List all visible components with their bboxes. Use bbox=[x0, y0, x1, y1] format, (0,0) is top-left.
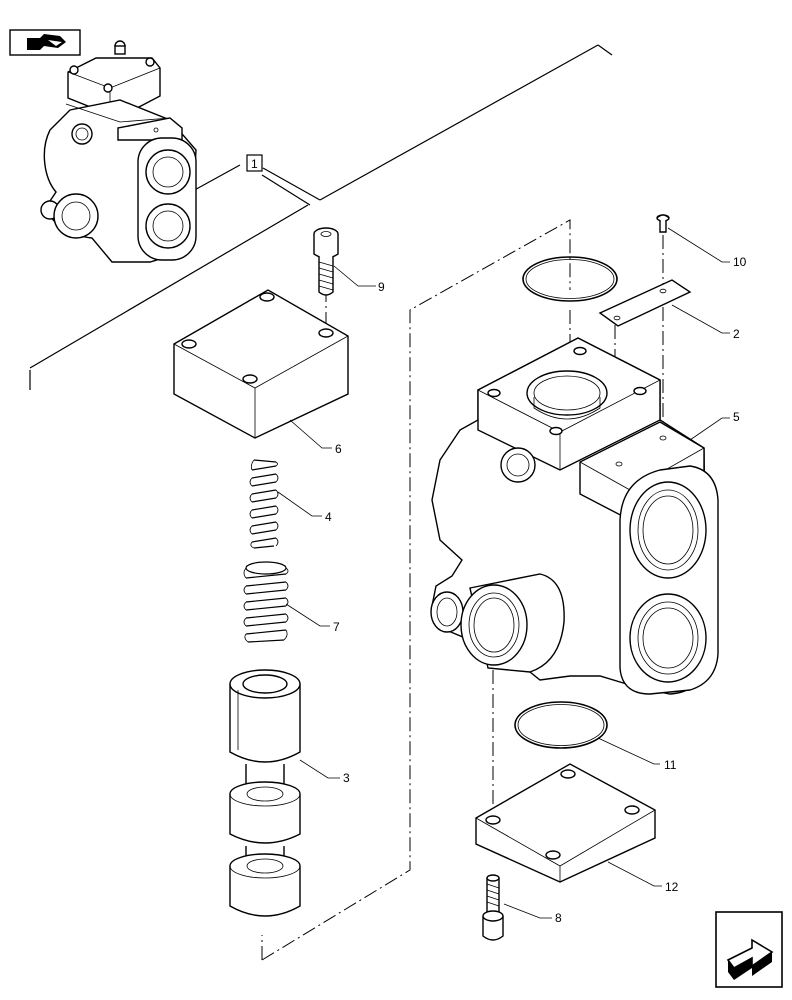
label-11: 11 bbox=[664, 758, 677, 772]
part-3-spool bbox=[229, 669, 301, 917]
part-8-cap-screw bbox=[482, 874, 504, 941]
part-11-upper-o-ring bbox=[522, 256, 618, 302]
assembly-reference-label: 1 bbox=[246, 154, 263, 172]
part-5-valve-body bbox=[430, 337, 719, 695]
label-5: 5 bbox=[733, 410, 740, 424]
part-12-cover-plate bbox=[475, 763, 656, 883]
svg-text:1: 1 bbox=[251, 157, 258, 171]
label-9: 9 bbox=[378, 280, 385, 294]
next-page-arrow-icon[interactable] bbox=[715, 911, 783, 988]
label-6: 6 bbox=[335, 442, 342, 456]
part-9-cap-screw bbox=[313, 227, 339, 296]
part-10-rivet bbox=[656, 214, 670, 233]
return-to-index-icon[interactable] bbox=[9, 29, 81, 56]
part-6-cover-block bbox=[173, 289, 349, 439]
label-8: 8 bbox=[555, 911, 562, 925]
centerlines bbox=[261, 219, 664, 961]
label-12: 12 bbox=[665, 880, 679, 894]
reference-valve-assembly bbox=[40, 40, 197, 263]
part-4-inner-spring bbox=[249, 459, 279, 549]
part-labels: 9 10 2 5 6 4 7 3 11 12 8 bbox=[325, 255, 747, 925]
part-2-name-plate bbox=[598, 279, 692, 327]
label-4: 4 bbox=[325, 510, 332, 524]
part-11-lower-o-ring bbox=[514, 701, 608, 749]
leader-lines bbox=[277, 227, 730, 919]
assembly-frame-lines bbox=[29, 44, 613, 390]
label-3: 3 bbox=[343, 771, 350, 785]
label-2: 2 bbox=[733, 327, 740, 341]
part-7-outer-spring bbox=[243, 561, 289, 643]
label-7: 7 bbox=[333, 620, 340, 634]
label-10: 10 bbox=[733, 255, 747, 269]
